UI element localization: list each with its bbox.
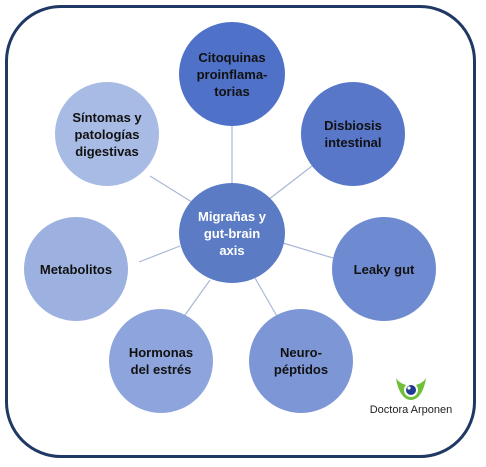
- node-metabolitos-label: Metabolitos: [39, 261, 113, 277]
- node-neuropeptidos: Neuro- péptidos: [249, 309, 353, 413]
- node-neuropeptidos-label: Neuro- péptidos: [273, 345, 329, 377]
- connector-sintomas: [149, 175, 196, 205]
- node-citoquinas-label: Citoquinas proinflama- torias: [196, 49, 268, 99]
- node-disbiosis: Disbiosis intestinal: [301, 82, 405, 186]
- logo-text: Doctora Arponen: [369, 404, 453, 416]
- node-disbiosis-label: Disbiosis intestinal: [324, 118, 382, 150]
- connector-leaky-gut: [282, 242, 334, 259]
- hub-label: Migrañas y gut-brain axis: [198, 208, 266, 258]
- connector-metabolitos: [138, 245, 181, 263]
- node-leaky-gut-label: Leaky gut: [353, 261, 415, 277]
- node-hormonas: Hormonas del estrés: [109, 309, 213, 413]
- connector-neuropeptidos: [254, 277, 279, 319]
- hub-node: Migrañas y gut-brain axis: [179, 183, 285, 283]
- node-leaky-gut: Leaky gut: [332, 217, 436, 321]
- node-metabolitos: Metabolitos: [24, 217, 128, 321]
- node-citoquinas: Citoquinas proinflama- torias: [179, 22, 285, 126]
- node-hormonas-label: Hormonas del estrés: [128, 345, 194, 377]
- node-sintomas-label: Síntomas y patologías digestivas: [72, 109, 142, 159]
- connector-disbiosis: [267, 165, 313, 201]
- node-sintomas: Síntomas y patologías digestivas: [55, 82, 159, 186]
- doctora-arponen-logo: Doctora Arponen: [366, 376, 456, 426]
- eye-logo-icon: [396, 378, 426, 400]
